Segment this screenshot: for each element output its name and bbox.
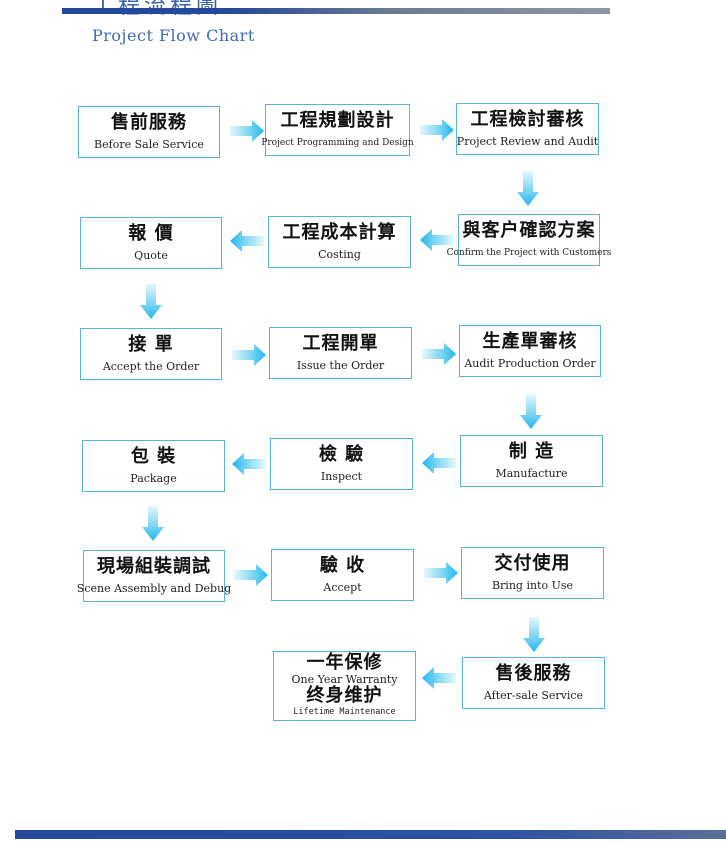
arrow-left-5 bbox=[422, 667, 456, 689]
arrow-left-4 bbox=[232, 453, 266, 475]
node-before-sale-service: 售前服務 Before Sale Service bbox=[78, 106, 220, 158]
arrow-left-3 bbox=[422, 452, 456, 474]
node-scene-assembly-debug: 現場組裝調試 Scene Assembly and Debug bbox=[77, 550, 231, 602]
arrow-left-2 bbox=[230, 230, 264, 252]
arrow-right-5 bbox=[234, 564, 268, 586]
node-audit-production-order: 生產單審核 Audit Production Order bbox=[459, 325, 601, 377]
node-after-sale-service: 售後服務 After-sale Service bbox=[462, 657, 605, 709]
node-accept: 驗 收 Accept bbox=[271, 549, 414, 601]
node-issue-order: 工程開單 Issue the Order bbox=[269, 327, 412, 379]
node-bring-into-use: 交付使用 Bring into Use bbox=[461, 547, 604, 599]
arrow-right-1 bbox=[230, 120, 264, 142]
arrow-right-6 bbox=[424, 562, 458, 584]
node-manufacture: 制 造 Manufacture bbox=[460, 435, 603, 487]
node-package: 包 裝 Package bbox=[82, 440, 225, 492]
arrow-right-2 bbox=[420, 119, 454, 141]
node-project-review-audit: 工程檢討審核 Project Review and Audit bbox=[456, 103, 599, 155]
header-bar bbox=[62, 8, 610, 14]
arrow-right-3 bbox=[232, 344, 266, 366]
node-quote: 報 價 Quote bbox=[80, 217, 222, 269]
arrow-down-5 bbox=[523, 617, 545, 652]
node-confirm-project: 與客户確認方案 Confirm the Project with Custome… bbox=[447, 214, 611, 266]
node-costing: 工程成本計算 Costing bbox=[268, 216, 411, 268]
footer-bar bbox=[15, 830, 726, 839]
arrow-down-3 bbox=[520, 394, 542, 429]
node-accept-order: 接 單 Accept the Order bbox=[80, 328, 222, 380]
node-project-programming-design: 工程規劃設計 Project Programming and Design bbox=[261, 104, 414, 156]
arrow-right-4 bbox=[422, 343, 456, 365]
arrow-down-1 bbox=[517, 171, 539, 206]
page-subtitle: Project Flow Chart bbox=[92, 26, 255, 45]
node-warranty-maintenance: 一年保修 One Year Warranty 终身维护 Lifetime Mai… bbox=[273, 651, 416, 721]
arrow-down-2 bbox=[140, 284, 162, 319]
node-inspect: 檢 驗 Inspect bbox=[270, 438, 413, 490]
arrow-down-4 bbox=[142, 506, 164, 541]
